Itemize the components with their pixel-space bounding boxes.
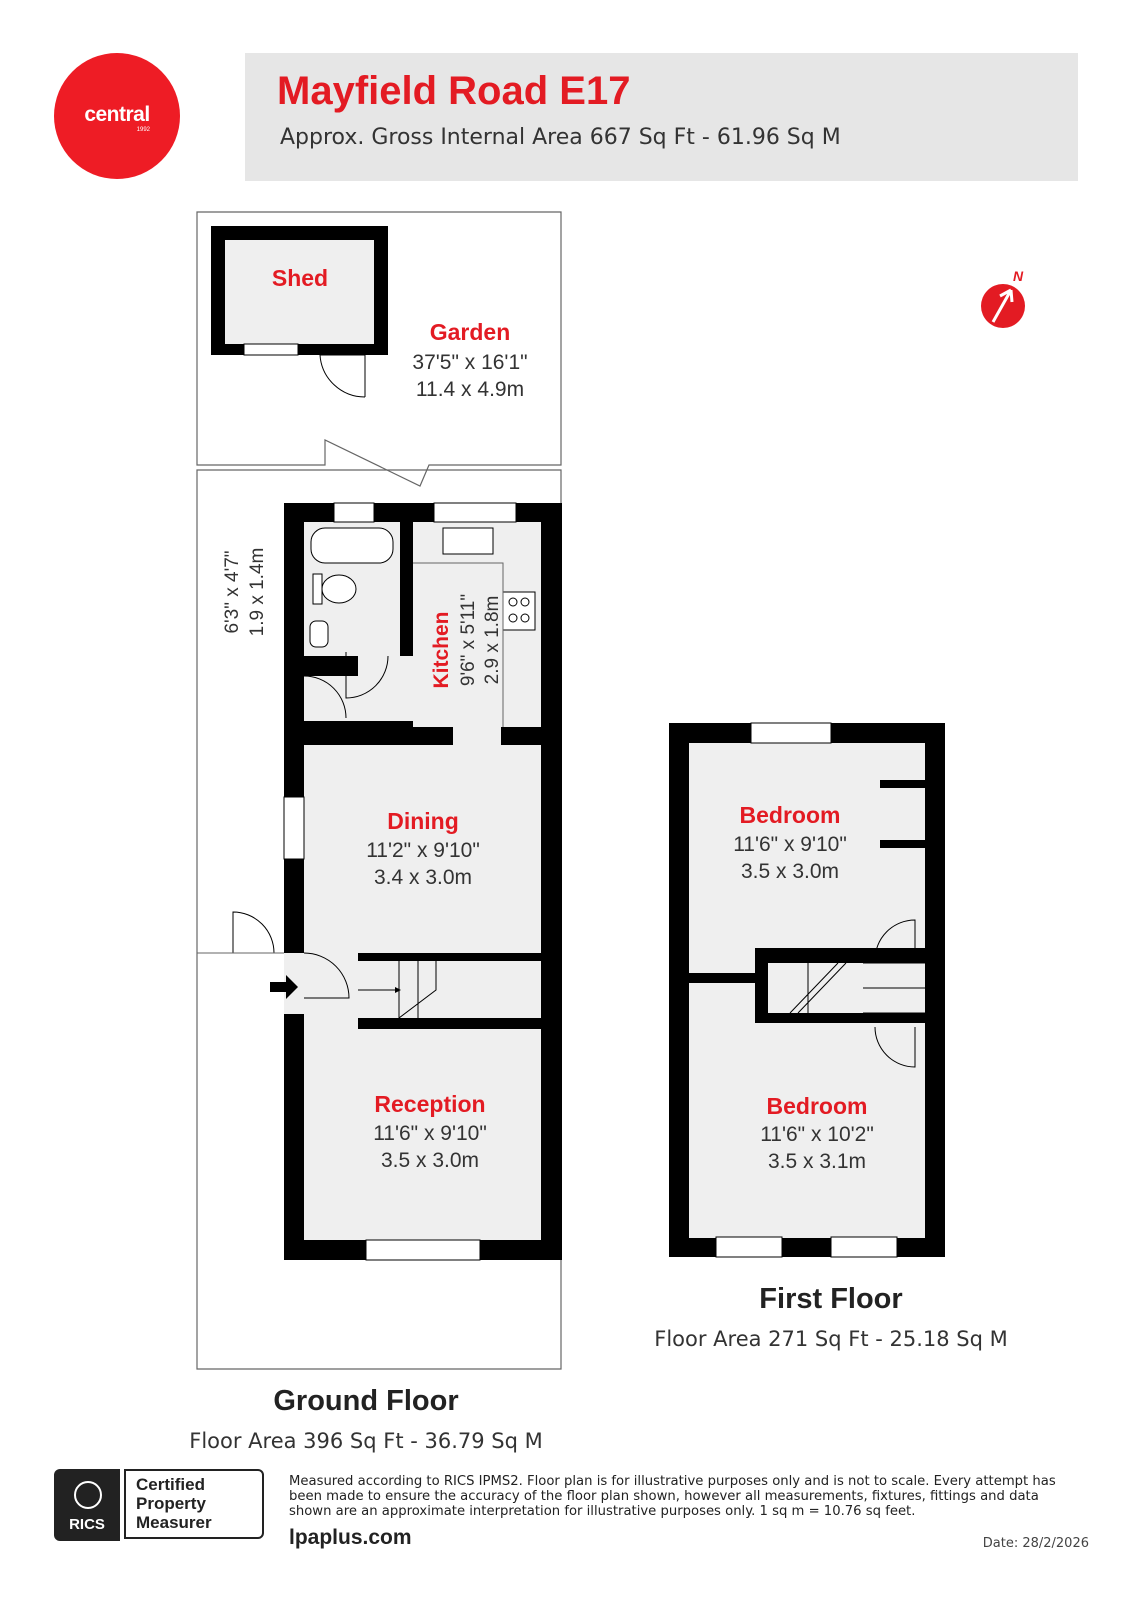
bedroom-2-imperial: 11'6" x 10'2" — [760, 1123, 874, 1146]
bathroom-imperial: 6'3" x 4'7" — [222, 550, 243, 633]
shed — [211, 226, 388, 398]
first-floor-area: Floor Area 271 Sq Ft - 25.18 Sq M — [654, 1327, 1008, 1351]
bedroom-2-metric: 3.5 x 3.1m — [768, 1150, 866, 1173]
garden-imperial: 37'5" x 16'1" — [412, 351, 527, 374]
cert-line-3: Measurer — [136, 1513, 212, 1532]
logo-word: central — [84, 103, 150, 126]
cert-line-1: Certified — [136, 1475, 205, 1494]
website-link[interactable]: lpaplus.com — [289, 1526, 412, 1549]
ground-floor-walls — [197, 502, 562, 1261]
reception-imperial: 11'6" x 9'10" — [373, 1122, 487, 1145]
ground-floor-title: Ground Floor — [273, 1385, 459, 1417]
rics-mark: RICS — [54, 1469, 120, 1541]
certified-measurer-text: Certified Property Measurer — [124, 1469, 264, 1539]
shed-label: Shed — [272, 265, 328, 291]
reception-metric: 3.5 x 3.0m — [381, 1149, 479, 1172]
rics-mark-text: RICS — [69, 1516, 105, 1533]
header-banner: Mayfield Road E17 Approx. Gross Internal… — [245, 53, 1078, 181]
dining-imperial: 11'2" x 9'10" — [366, 839, 480, 862]
rics-lion-icon — [74, 1481, 102, 1509]
dining-label: Dining — [387, 808, 459, 834]
garden-outline — [196, 211, 562, 1370]
compass-icon: N — [981, 268, 1025, 328]
bedroom-1-label: Bedroom — [740, 802, 841, 828]
kitchen-label: Kitchen — [430, 611, 453, 688]
plan-date: Date: 28/2/2026 — [982, 1536, 1089, 1551]
dining-metric: 3.4 x 3.0m — [374, 866, 472, 889]
gross-area: Approx. Gross Internal Area 667 Sq Ft - … — [280, 125, 841, 150]
bedroom-2-label: Bedroom — [767, 1093, 868, 1119]
ground-floor-area: Floor Area 396 Sq Ft - 36.79 Sq M — [189, 1429, 543, 1453]
first-floor-title: First Floor — [759, 1283, 903, 1315]
reception-label: Reception — [374, 1091, 485, 1117]
property-title: Mayfield Road E17 — [277, 69, 631, 113]
disclaimer-text: Measured according to RICS IPMS2. Floor … — [289, 1474, 1056, 1519]
bathroom-metric: 1.9 x 1.4m — [247, 548, 268, 637]
first-floor-walls — [669, 722, 945, 1258]
rics-certified-badge: RICS Certified Property Measurer — [54, 1469, 264, 1541]
logo-year: 1992 — [136, 127, 150, 133]
bedroom-1-metric: 3.5 x 3.0m — [741, 860, 839, 883]
cert-line-2: Property — [136, 1494, 206, 1513]
garden-label: Garden — [430, 319, 511, 345]
kitchen-imperial: 9'6" x 5'11" — [458, 594, 479, 686]
central-logo: central 1992 — [54, 53, 180, 179]
bedroom-1-imperial: 11'6" x 9'10" — [733, 833, 847, 856]
garden-metric: 11.4 x 4.9m — [416, 378, 524, 401]
compass-north-label: N — [1013, 268, 1024, 284]
kitchen-metric: 2.9 x 1.8m — [482, 596, 503, 685]
